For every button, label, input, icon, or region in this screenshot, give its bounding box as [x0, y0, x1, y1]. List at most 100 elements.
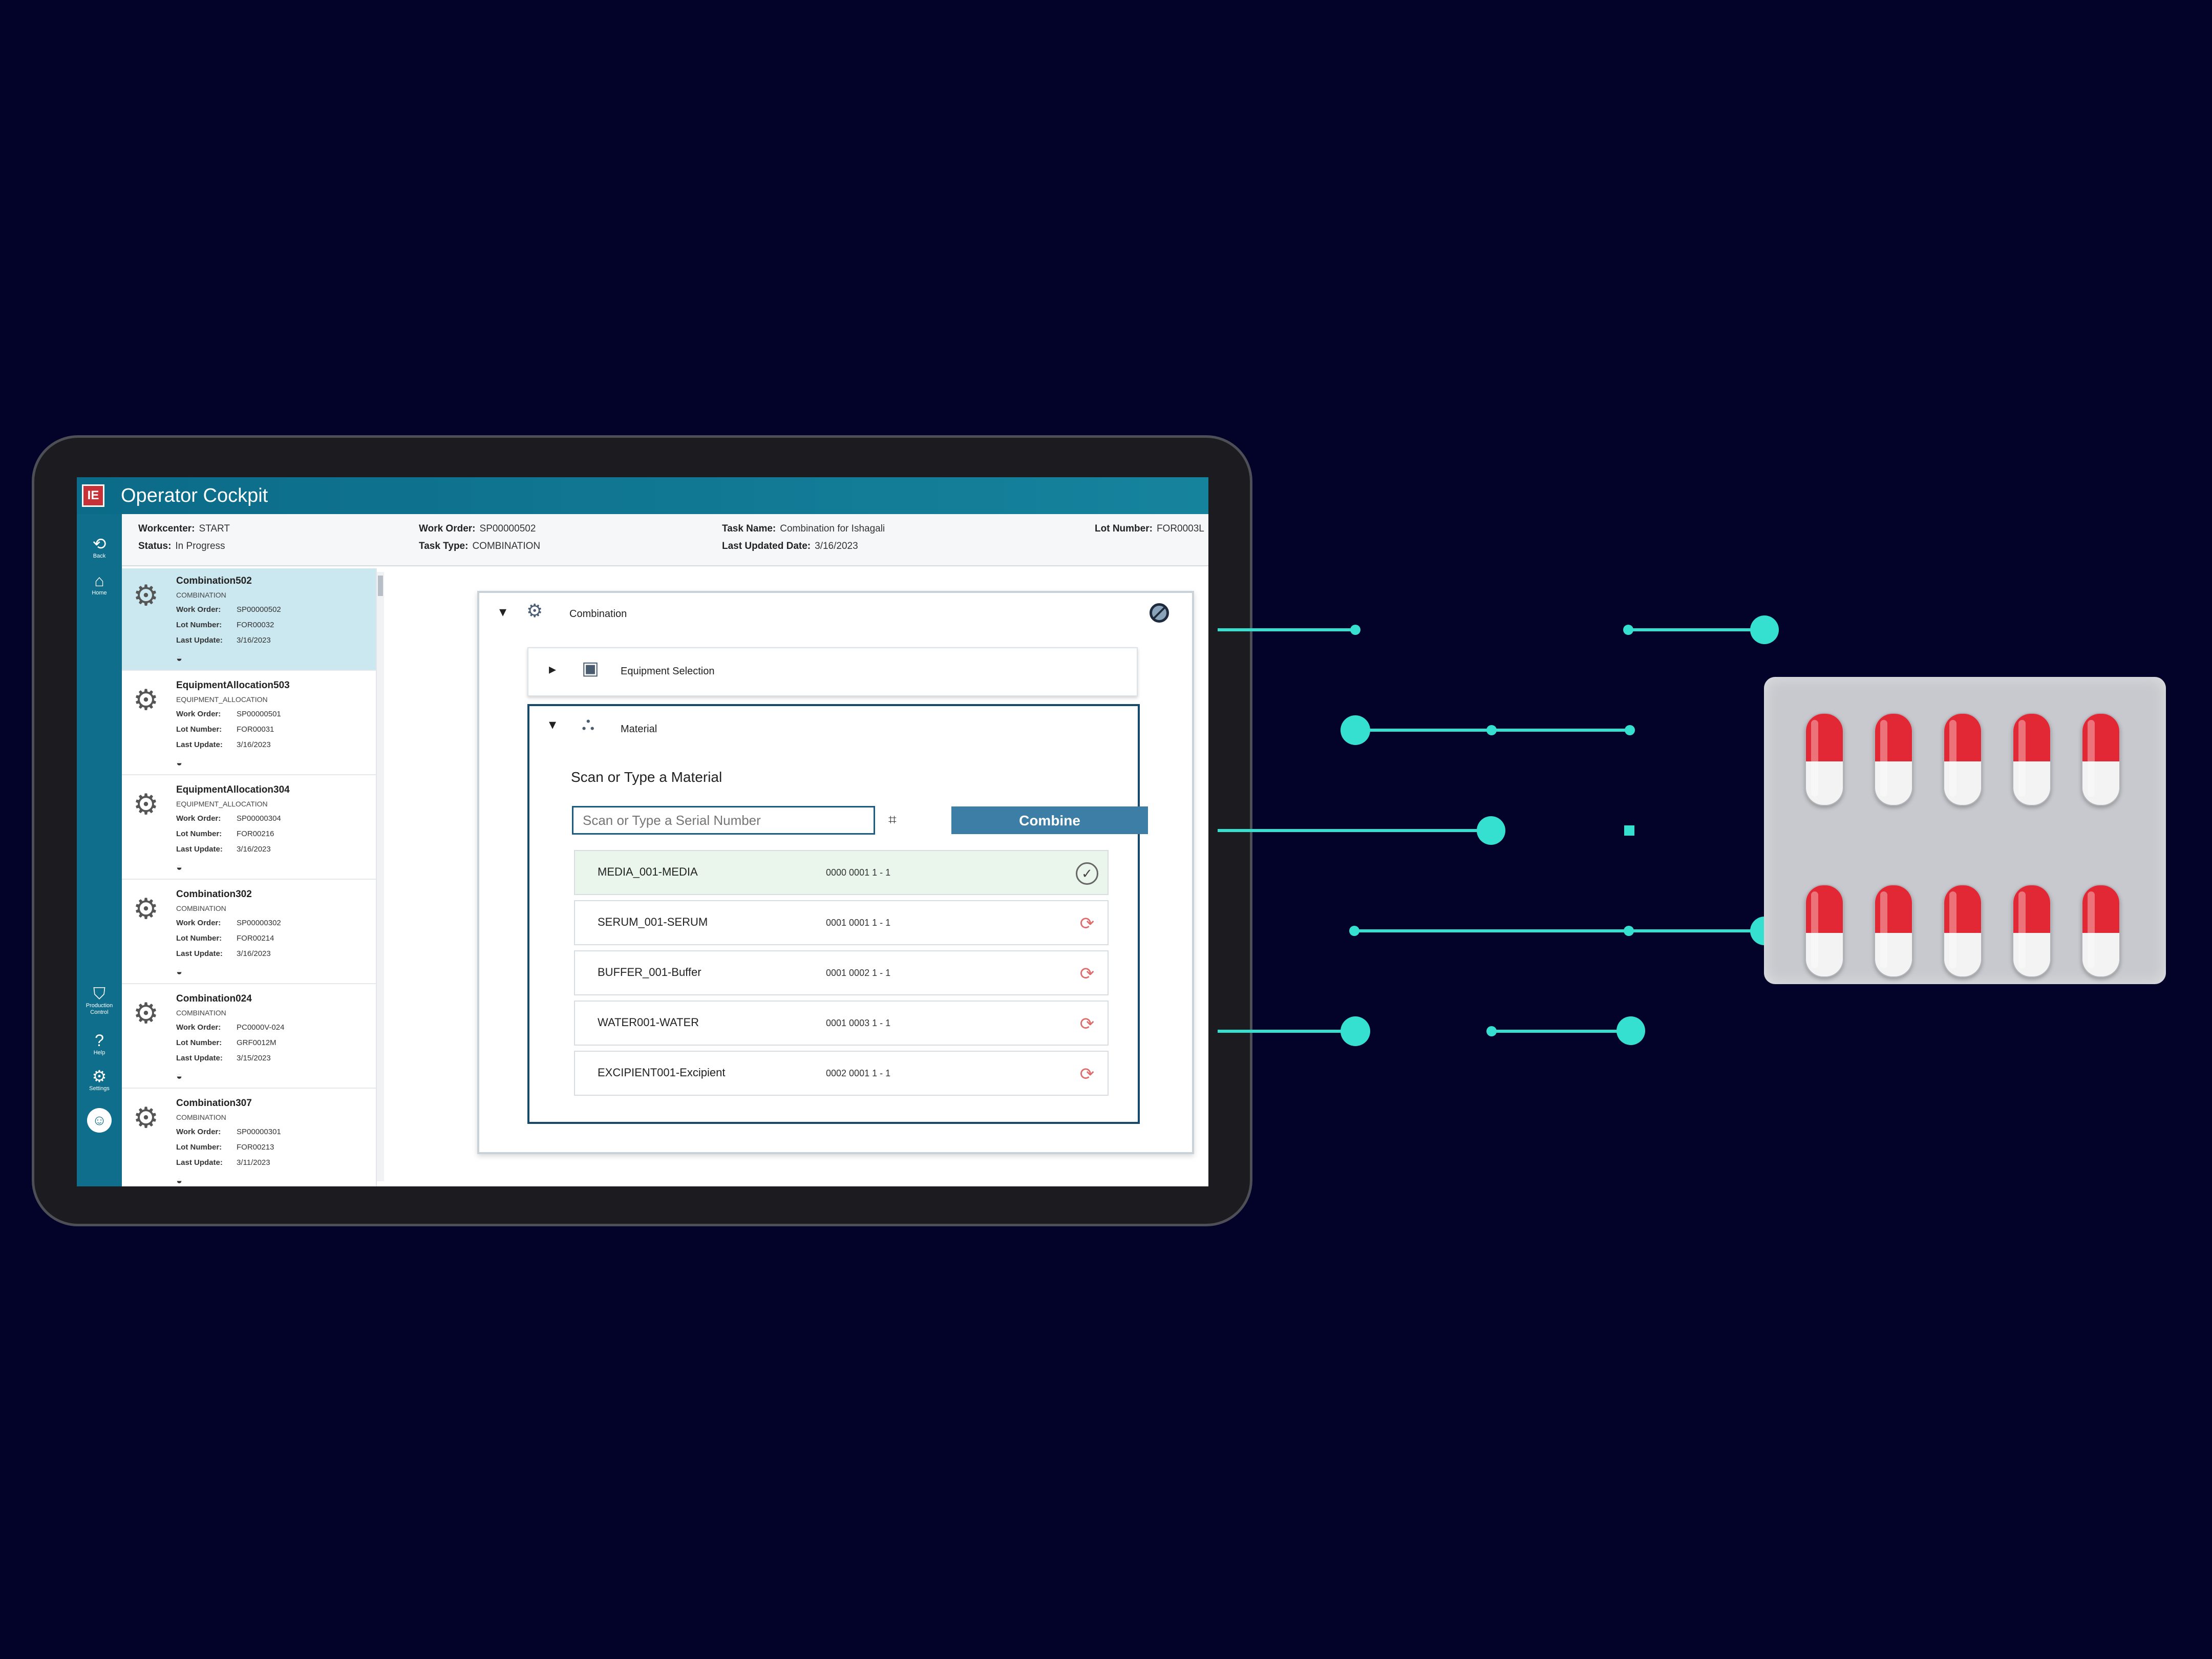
equipment-icon: ▣: [582, 657, 600, 678]
material-row[interactable]: MEDIA_001-MEDIA 0000 0001 1 - 1 ✓: [574, 850, 1109, 895]
task-name: Combination307: [176, 1098, 252, 1109]
header-task-type: Task Type:COMBINATION: [419, 541, 541, 551]
task-last-update: Last Update:3/16/2023: [176, 636, 271, 645]
connector-dot: [1477, 816, 1505, 845]
equipment-expand-caret[interactable]: ▸: [549, 661, 557, 677]
pending-icon[interactable]: ⟳: [1079, 914, 1095, 933]
connector-line: [1218, 829, 1492, 832]
connector-dot: [1750, 615, 1779, 644]
task-lot-number: Lot Number:FOR00213: [176, 1143, 274, 1152]
task-work-order: Work Order:SP00000301: [176, 1128, 281, 1136]
user-avatar-button[interactable]: ☺: [87, 1108, 112, 1133]
task-name: Combination024: [176, 993, 252, 1004]
nav-production-control-button[interactable]: ⛉ Production Control: [77, 984, 122, 1016]
connector-line: [1218, 628, 1356, 631]
connector-line: [1354, 929, 1769, 932]
material-name: EXCIPIENT001-Excipient: [598, 1066, 726, 1079]
task-last-update: Last Update:3/16/2023: [176, 949, 271, 958]
task-work-order: Work Order:SP00000302: [176, 919, 281, 927]
task-list-scroll-thumb[interactable]: [378, 576, 383, 596]
header-work-order: Work Order:SP00000502: [419, 523, 536, 534]
task-lot-number: Lot Number:GRF0012M: [176, 1038, 276, 1047]
barcode-scan-icon[interactable]: ⌗: [888, 812, 897, 827]
material-name: SERUM_001-SERUM: [598, 916, 708, 928]
task-header: Workcenter:START Status:In Progress Work…: [122, 514, 1208, 566]
connector-dot: [1625, 725, 1635, 735]
material-icon: ⛬: [582, 713, 595, 734]
equipment-selection-title: Equipment Selection: [621, 666, 715, 677]
task-lot-number: Lot Number:FOR00216: [176, 830, 274, 838]
combination-collapse-caret[interactable]: ▾: [499, 604, 507, 620]
capsule: [2081, 713, 2120, 806]
nav-home-button[interactable]: ⌂ Home: [77, 571, 122, 597]
capsule: [1943, 884, 1982, 977]
settings-icon: ⚙: [92, 1067, 107, 1086]
connector-square: [1624, 825, 1634, 836]
capsule: [2012, 884, 2051, 977]
material-quantity: 0002 0001 1 - 1: [826, 1068, 891, 1078]
capsule: [1874, 713, 1913, 806]
task-type-icon: ⚙: [133, 997, 159, 1029]
material-title: Material: [621, 724, 657, 735]
task-list-scrollbar[interactable]: [377, 572, 384, 1181]
material-row[interactable]: BUFFER_001-Buffer 0001 0002 1 - 1 ⟳: [574, 950, 1109, 995]
pending-icon[interactable]: ⟳: [1079, 1065, 1095, 1084]
material-quantity: 0000 0001 1 - 1: [826, 867, 891, 878]
task-last-update: Last Update:3/11/2023: [176, 1158, 270, 1167]
pending-icon[interactable]: ⟳: [1079, 1014, 1095, 1034]
material-name: WATER001-WATER: [598, 1016, 699, 1029]
app-logo: IE: [82, 484, 104, 507]
task-last-update: Last Update:3/15/2023: [176, 1054, 271, 1062]
block-icon[interactable]: [1150, 603, 1169, 623]
connector-dot: [1623, 625, 1633, 635]
nav-help-button[interactable]: ? Help: [77, 1031, 122, 1056]
equipment-selection-row[interactable]: [527, 647, 1138, 696]
material-row[interactable]: EXCIPIENT001-Excipient 0002 0001 1 - 1 ⟳: [574, 1051, 1109, 1096]
nav-settings-label: Settings: [89, 1086, 110, 1092]
material-name: MEDIA_001-MEDIA: [598, 865, 698, 878]
task-type: COMBINATION: [176, 1009, 226, 1017]
nav-settings-button[interactable]: ⚙ Settings: [77, 1067, 122, 1092]
capsule: [2081, 884, 2120, 977]
task-status-icon: ◒: [176, 862, 183, 873]
task-name: EquipmentAllocation503: [176, 680, 290, 691]
production-icon: ⛉: [93, 984, 105, 1003]
task-type-icon: ⚙: [133, 1101, 159, 1134]
combine-button[interactable]: Combine: [951, 806, 1148, 834]
nav-help-label: Help: [93, 1050, 105, 1056]
blister-pack-image: [1764, 677, 2166, 984]
header-last-updated: Last Updated Date:3/16/2023: [722, 541, 858, 551]
task-type: COMBINATION: [176, 1113, 226, 1121]
material-collapse-caret[interactable]: ▾: [549, 716, 557, 732]
task-type-icon: ⚙: [133, 788, 159, 820]
connector-line: [1218, 1030, 1356, 1033]
task-status-icon: ◒: [176, 966, 183, 977]
task-last-update: Last Update:3/16/2023: [176, 845, 271, 854]
nav-back-button[interactable]: ⟲ Back: [77, 535, 122, 560]
task-type-icon: ⚙: [133, 892, 159, 925]
title-bar: IE Operator Cockpit: [77, 477, 1208, 514]
material-row[interactable]: SERUM_001-SERUM 0001 0001 1 - 1 ⟳: [574, 900, 1109, 945]
check-circle-icon[interactable]: ✓: [1076, 862, 1098, 885]
connector-dot: [1486, 725, 1497, 735]
material-name: BUFFER_001-Buffer: [598, 966, 701, 979]
pending-icon[interactable]: ⟳: [1079, 964, 1095, 984]
combination-icon: ⚙: [526, 600, 543, 621]
serial-number-input[interactable]: [572, 806, 875, 835]
material-quantity: 0001 0001 1 - 1: [826, 918, 891, 928]
header-lot-number: Lot Number:FOR0003L: [1095, 523, 1204, 534]
connector-dot: [1486, 1026, 1497, 1036]
scan-label: Scan or Type a Material: [571, 769, 722, 785]
header-status: Status:In Progress: [138, 541, 225, 551]
task-name: Combination302: [176, 889, 252, 900]
task-status-icon: ◒: [176, 653, 183, 664]
material-quantity: 0001 0002 1 - 1: [826, 968, 891, 978]
task-work-order: Work Order:PC0000V-024: [176, 1023, 285, 1032]
